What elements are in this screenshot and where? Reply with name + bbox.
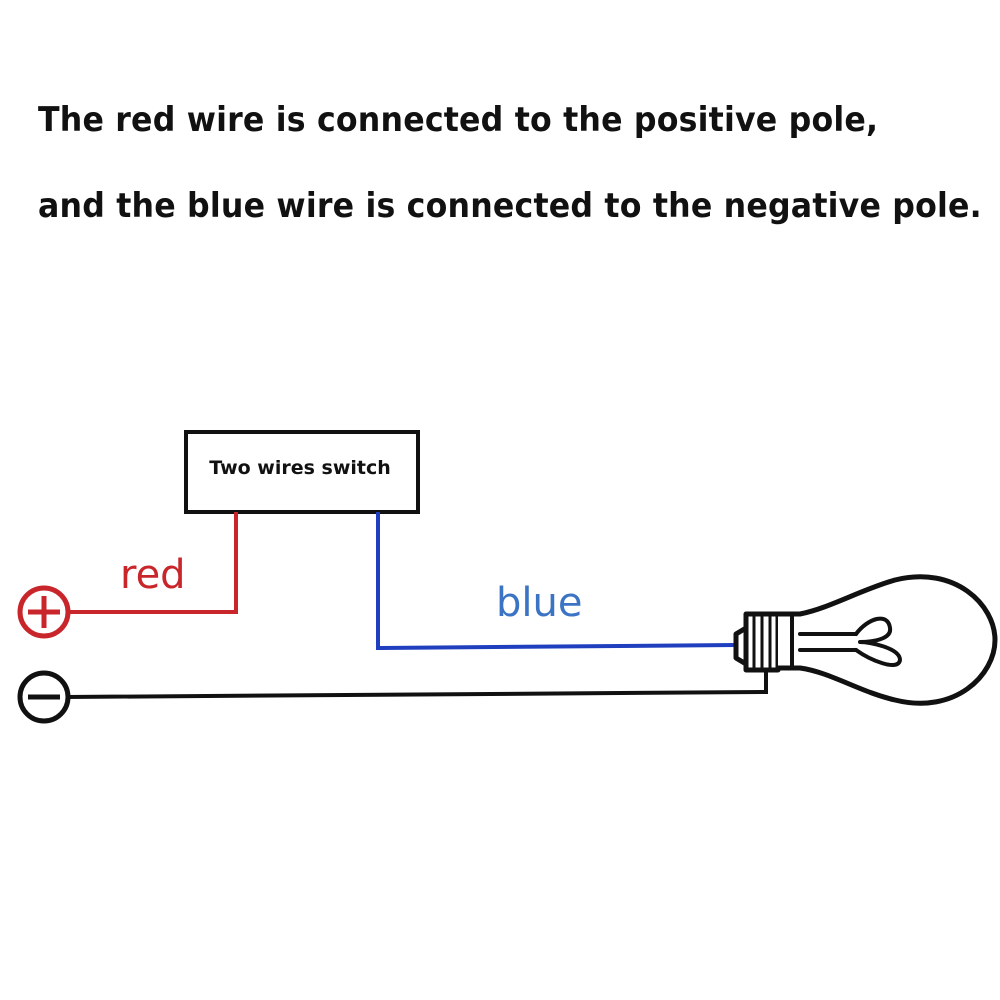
red-wire-label: red (120, 552, 186, 598)
light-bulb-icon (733, 574, 998, 706)
two-wires-switch: Two wires switch (184, 430, 420, 514)
black-wire (65, 650, 768, 699)
blue-wire-label: blue (496, 580, 582, 626)
switch-label: Two wires switch (209, 457, 391, 479)
blue-wire (376, 512, 737, 651)
red-wire (70, 512, 238, 614)
caption-line-2: and the blue wire is connected to the ne… (38, 186, 982, 226)
plus-circle-icon (17, 585, 71, 639)
caption-line-1: The red wire is connected to the positiv… (38, 100, 879, 140)
minus-circle-icon (17, 670, 71, 724)
switch-box (184, 430, 420, 514)
